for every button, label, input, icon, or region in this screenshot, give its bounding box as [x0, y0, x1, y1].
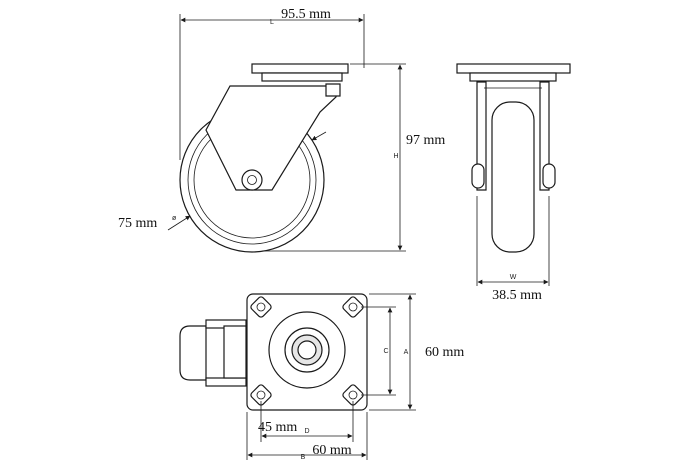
w-letter: W	[510, 274, 517, 281]
front-bearing	[469, 72, 557, 82]
diameter-symbol: ø	[172, 215, 177, 222]
top-wheel-profile	[179, 325, 207, 381]
front-top-plate	[456, 63, 571, 74]
front-fork-leg-right	[539, 81, 550, 191]
l-letter: L	[270, 19, 274, 26]
side-axle-bolt	[247, 175, 257, 185]
top-view: A 60 mm C D 45 mm B 60 mm	[179, 293, 464, 461]
front-fork-leg-left	[476, 81, 487, 191]
diameter-leader-left	[167, 215, 191, 231]
top-kingpin-bore	[297, 340, 317, 360]
c-letter: C	[383, 348, 388, 355]
d-letter: D	[304, 428, 309, 435]
diameter-leader-right	[311, 131, 327, 141]
bolt-hole-br	[342, 384, 364, 406]
front-axle-cap-left	[471, 163, 485, 189]
a-letter: A	[404, 349, 409, 356]
bolt-hole-tr	[342, 296, 364, 318]
d-value: 45 mm	[258, 420, 297, 435]
bolt-hole-bl	[250, 384, 272, 406]
side-view: L 95.5 mm H 97 mm ø 75 mm	[118, 7, 445, 253]
diameter-value: 75 mm	[118, 216, 157, 231]
b-letter: B	[301, 454, 306, 461]
top-fork-body	[223, 325, 247, 379]
side-fork-tab	[325, 83, 341, 97]
h-letter: H	[393, 153, 398, 160]
side-axle-boss	[241, 169, 263, 191]
w-value: 38.5 mm	[492, 288, 542, 303]
a-value: 60 mm	[425, 345, 464, 360]
side-swivel-bearing	[261, 72, 343, 82]
l-value: 95.5 mm	[281, 7, 331, 22]
top-fork-arm-lower	[205, 377, 247, 387]
front-axle-cap-right	[542, 163, 556, 189]
front-wheel	[491, 101, 535, 253]
bolt-hole-tl	[250, 296, 272, 318]
b-value: 60 mm	[312, 443, 351, 458]
side-top-plate	[251, 63, 349, 74]
h-value: 97 mm	[406, 133, 445, 148]
front-view: W 38.5 mm	[456, 63, 571, 303]
